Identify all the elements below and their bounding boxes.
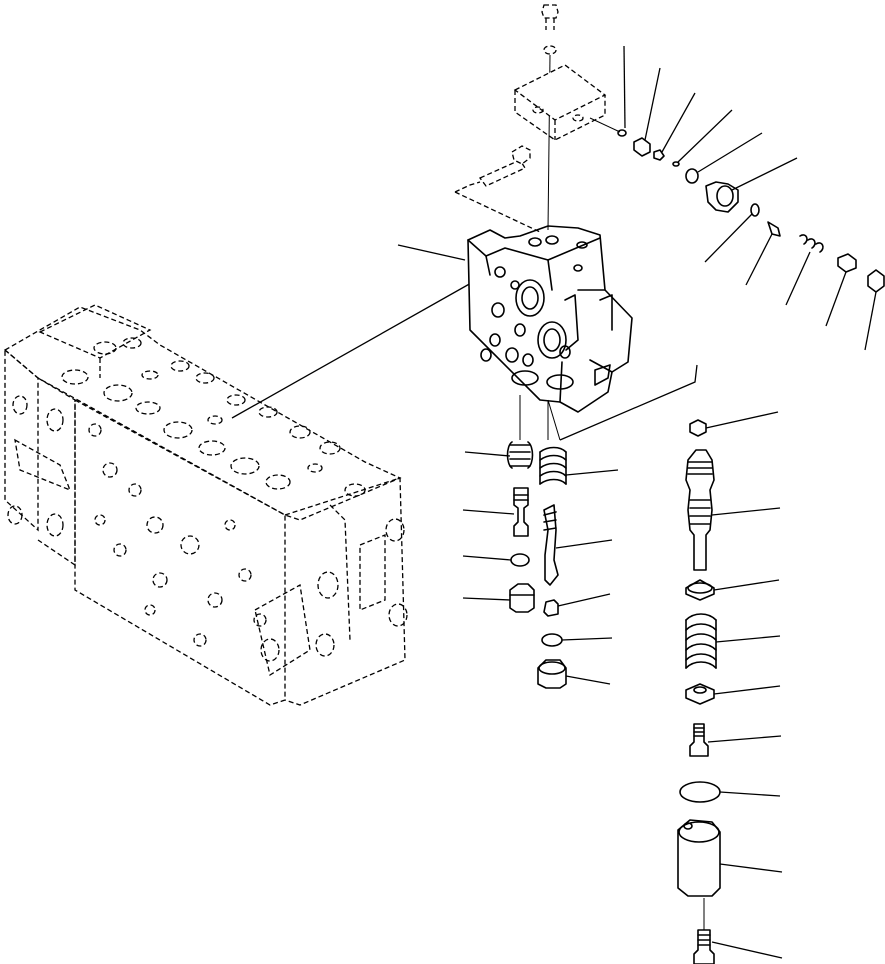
relief-valve-parts (617, 45, 885, 351)
o-ring-small (617, 129, 627, 137)
o-ring-left (510, 553, 530, 567)
control-valve-assembly (3, 304, 408, 706)
o-ring-relief (750, 203, 760, 217)
o-ring-tiny (672, 161, 680, 167)
nut-small (653, 149, 665, 161)
plug-small (633, 137, 651, 157)
assembly-link-line (231, 277, 481, 419)
poppet (767, 221, 781, 237)
bolt-angled (454, 145, 541, 233)
lock-nut (867, 269, 885, 293)
spring-small (799, 234, 824, 253)
spool-cover (677, 819, 721, 897)
valve-section-body (467, 225, 633, 413)
cover-block (513, 64, 621, 141)
o-ring-middle (541, 633, 563, 647)
return-spring (685, 613, 717, 669)
plug-left (509, 583, 535, 613)
spool-bracket (559, 364, 698, 441)
o-ring-large (679, 781, 721, 803)
cover-bolt (693, 929, 715, 964)
spool-middle (543, 504, 559, 586)
adjust-screw (837, 253, 857, 273)
section-leader (397, 244, 466, 261)
spring-middle (539, 446, 567, 485)
spring-seat-lower (685, 683, 715, 705)
spring-seat-upper (685, 579, 715, 601)
main-spool (685, 449, 715, 571)
o-ring-medium (685, 168, 699, 184)
cap-top (689, 419, 707, 437)
right-parts-stack (677, 411, 783, 964)
middle-parts-column (537, 446, 619, 689)
small-plug-middle (543, 599, 559, 617)
spring-left (509, 444, 531, 467)
left-parts-column (462, 441, 535, 613)
